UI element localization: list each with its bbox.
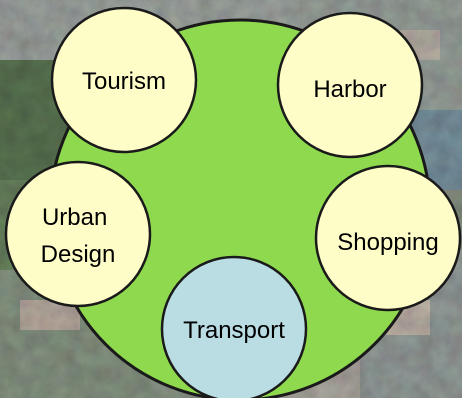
node-transport: Transport xyxy=(160,255,308,398)
node-harbor-label: Harbor xyxy=(313,76,386,103)
node-transport-circle xyxy=(160,255,308,398)
node-shopping: Shopping xyxy=(314,164,462,312)
node-harbor-circle xyxy=(276,11,424,159)
node-transport-label: Transport xyxy=(183,317,285,344)
node-urban-design-line-2: Design xyxy=(41,241,116,268)
node-urban-design-circle xyxy=(4,160,152,308)
node-tourism-circle xyxy=(50,6,198,154)
node-shopping-label: Shopping xyxy=(337,229,438,256)
node-tourism-label: Tourism xyxy=(82,68,166,95)
node-harbor: Harbor xyxy=(276,11,424,159)
node-urban-design-label: Urban Design xyxy=(41,204,116,268)
node-tourism: Tourism xyxy=(50,6,198,154)
node-shopping-circle xyxy=(314,164,462,312)
node-urban-design-line-1: Urban xyxy=(42,204,107,231)
node-urban-design: Urban Design xyxy=(4,160,152,308)
